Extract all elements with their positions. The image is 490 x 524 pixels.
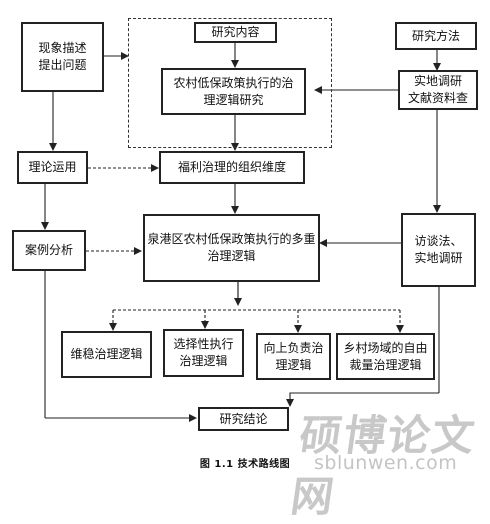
research-content-box: 研究内容 [194, 22, 277, 43]
watermark-url: sblunwen.com [314, 452, 458, 474]
upward-logic-box: 向上负责治 理逻辑 [256, 333, 331, 380]
stability-logic-box: 维稳治理逻辑 [61, 331, 152, 378]
conclusion-box: 研究结论 [198, 407, 289, 431]
case-analysis-box: 案例分析 [12, 230, 86, 271]
interview-box: 访谈法、 实地调研 [401, 213, 476, 287]
research-content-frame [128, 18, 332, 148]
welfare-box: 福利治理的组织维度 [159, 151, 305, 184]
field-discretion-box: 乡村场域的自由 裁量治理逻辑 [336, 333, 435, 380]
figure-caption: 图 1.1 技术路线图 [199, 459, 291, 470]
selective-logic-box: 选择性执行 治理逻辑 [163, 329, 244, 377]
research-method-box: 研究方法 [395, 22, 477, 50]
policy-logic-box: 农村低保政策执行的治 理逻辑研究 [161, 68, 306, 115]
phenomenon-box: 现象描述 提出问题 [21, 22, 104, 92]
connector-lines [41, 43, 441, 422]
multiple-logic-box: 泉港区农村低保政策执行的多重 治理逻辑 [143, 214, 320, 282]
field-survey-box: 实地调研 文献资料查 [398, 70, 478, 110]
theory-box: 理论运用 [17, 151, 88, 184]
